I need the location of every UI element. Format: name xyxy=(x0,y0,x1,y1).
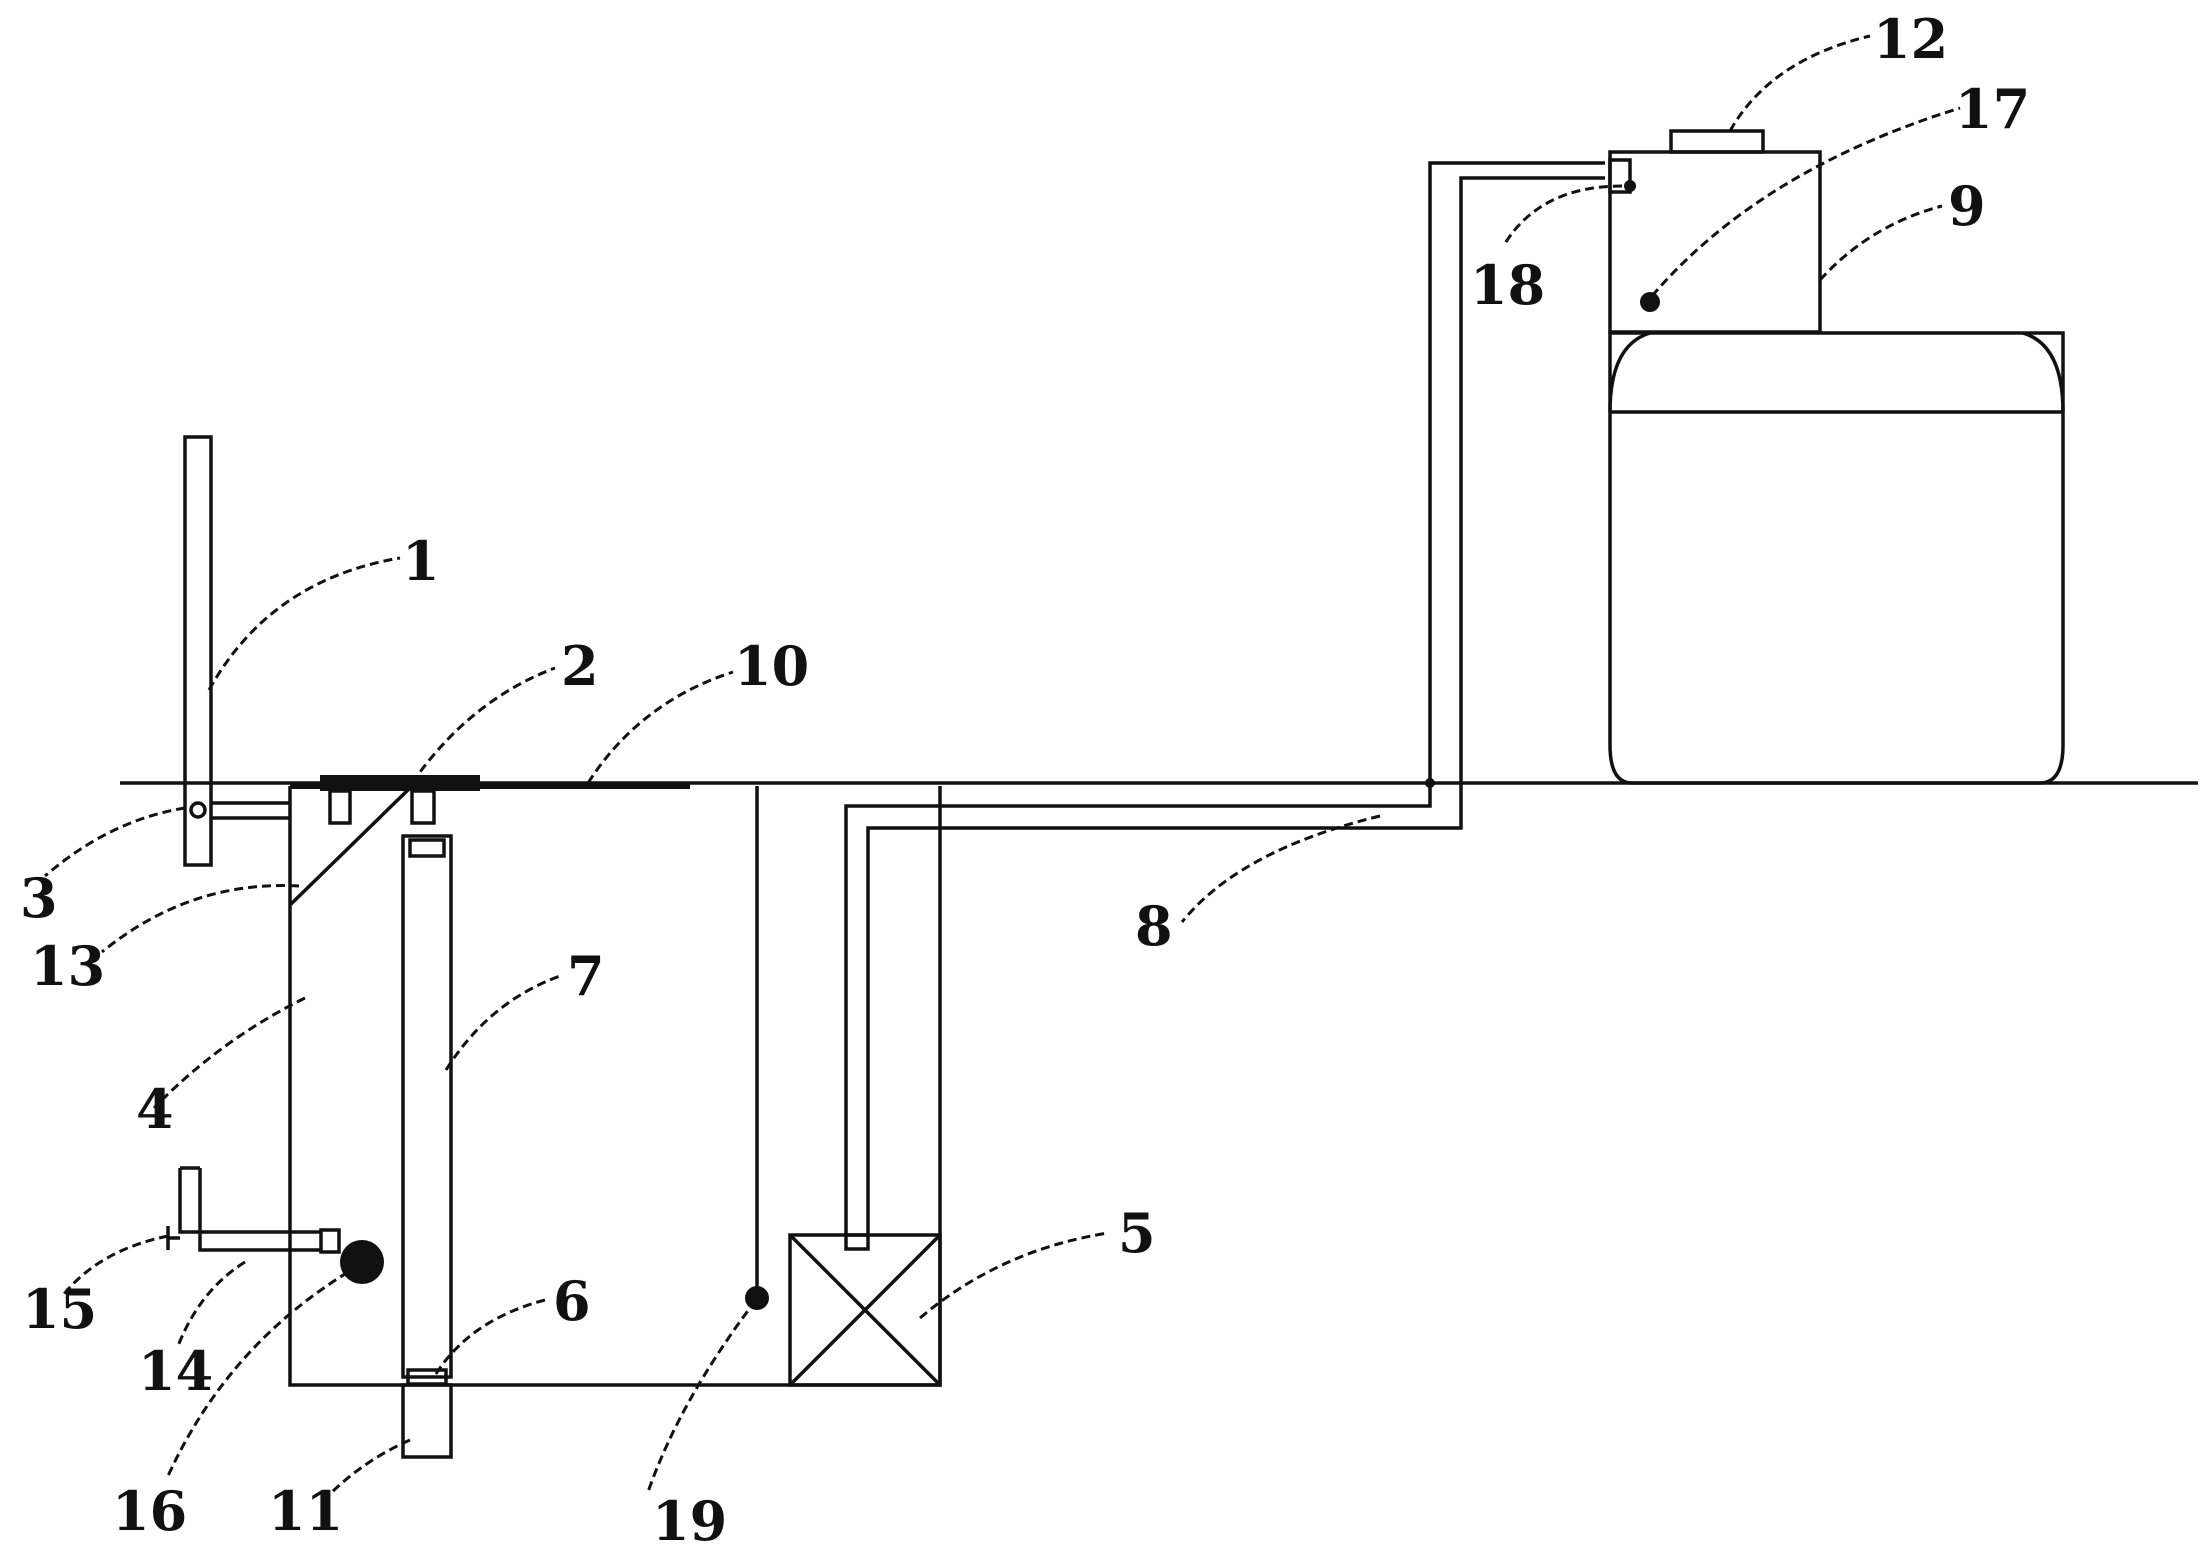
label-12: 12 xyxy=(1873,7,1948,71)
large-tank-top xyxy=(1608,331,2065,413)
leader-12 xyxy=(1728,34,1871,132)
cover-bracket xyxy=(328,789,352,825)
leader-19 xyxy=(646,1299,758,1493)
label-15: 15 xyxy=(22,1277,97,1341)
leader-13 xyxy=(101,884,300,954)
cover-2 xyxy=(320,775,480,791)
label-4: 4 xyxy=(136,1077,174,1141)
leader-10 xyxy=(586,670,734,784)
drain-fitting xyxy=(319,1228,341,1254)
leader-5 xyxy=(919,1231,1109,1320)
sensor-18 xyxy=(1608,158,1632,194)
outlet-11 xyxy=(401,1383,453,1459)
leader-4 xyxy=(152,996,306,1110)
label-1: 1 xyxy=(402,529,440,593)
label-9: 9 xyxy=(1948,174,1986,238)
label-17: 17 xyxy=(1955,77,2030,141)
drain-pipe-14-inner xyxy=(198,1168,321,1252)
label-14: 14 xyxy=(138,1339,213,1403)
float-switch-17 xyxy=(1640,292,1660,312)
cap-12 xyxy=(1669,129,1765,154)
label-19: 19 xyxy=(652,1489,727,1552)
sensor-18-dot xyxy=(1624,180,1636,192)
tube-cap-top xyxy=(408,838,446,858)
large-tank xyxy=(1608,331,2065,785)
pump-inlet xyxy=(844,1233,870,1251)
leader-6 xyxy=(434,1298,546,1375)
label-2: 2 xyxy=(561,634,599,698)
pump-cross xyxy=(788,1233,942,1387)
leader-7 xyxy=(444,973,564,1071)
label-11: 11 xyxy=(268,1479,343,1543)
label-8: 8 xyxy=(1135,894,1173,958)
leader-14 xyxy=(176,1260,246,1347)
pipe-8-inner xyxy=(866,176,1605,1235)
drain-pipe-14 xyxy=(178,1168,321,1234)
pipe-8-outer xyxy=(844,161,1605,1235)
pipe-joint xyxy=(1425,778,1435,788)
label-3: 3 xyxy=(20,866,58,930)
leader-9 xyxy=(1818,204,1943,282)
leader-17 xyxy=(1650,106,1961,297)
leader-3 xyxy=(44,806,186,878)
leader-18 xyxy=(1502,184,1623,246)
label-16: 16 xyxy=(112,1479,187,1543)
leader-15 xyxy=(62,1234,169,1295)
baffle-13 xyxy=(288,784,414,907)
pivot-3 xyxy=(189,801,207,819)
label-18: 18 xyxy=(1470,253,1545,317)
label-7: 7 xyxy=(567,944,605,1008)
label-5: 5 xyxy=(1118,1201,1156,1265)
label-13: 13 xyxy=(30,934,105,998)
float-19 xyxy=(745,1286,769,1310)
label-10: 10 xyxy=(734,634,809,698)
inner-tube-7 xyxy=(401,834,453,1379)
ball-16 xyxy=(340,1240,384,1284)
leader-8 xyxy=(1180,814,1381,923)
leader-2 xyxy=(410,666,556,784)
label-6: 6 xyxy=(553,1269,591,1333)
leader-1 xyxy=(207,556,401,691)
leader-16 xyxy=(166,1263,361,1477)
tank-4 xyxy=(288,786,942,1387)
cover-bracket xyxy=(410,789,436,825)
vertical-pipe-1 xyxy=(183,435,213,867)
